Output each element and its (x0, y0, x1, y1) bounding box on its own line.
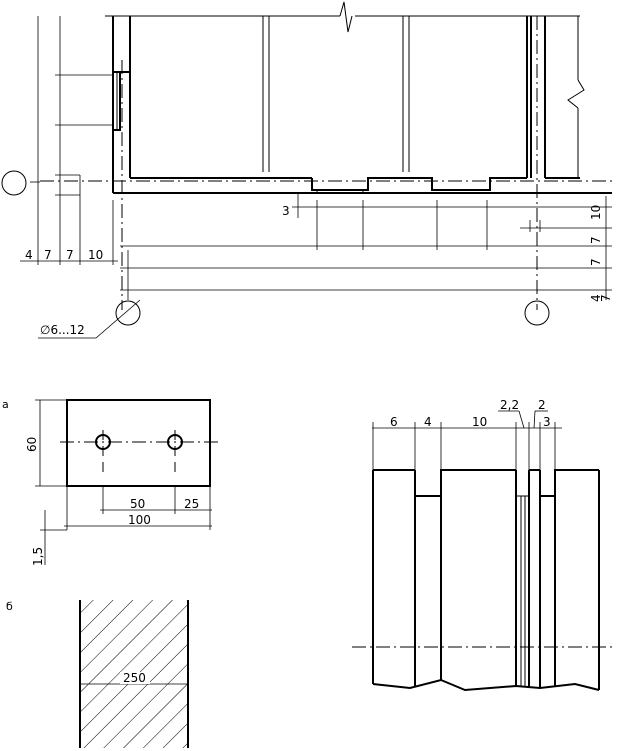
detail-a-height: 60 (25, 437, 39, 452)
plan-view (40, 1, 612, 310)
plan-bottom-dimensions (120, 193, 612, 300)
axis-marker-bottom-right (524, 300, 550, 326)
plan-dim-4: 4 (25, 248, 33, 262)
diameter-label: ∅6...12 (40, 323, 85, 337)
detail-a-width: 100 (128, 513, 151, 527)
plan-dim-right-10: 10 (589, 205, 603, 220)
detail-b (79, 600, 189, 748)
plan-dim-right-7c: 7 (599, 294, 613, 302)
detail-a (35, 399, 222, 565)
plan-dim-3: 3 (282, 204, 290, 218)
plan-dim-right-4: 4 (589, 294, 603, 302)
section-dim-3: 3 (543, 415, 551, 429)
section-dim-4: 4 (424, 415, 432, 429)
detail-a-spacing: 50 (130, 497, 145, 511)
plan-dim-right-7b: 7 (589, 258, 603, 266)
axis-marker-left (1, 170, 27, 196)
plan-dim-right-7a: 7 (589, 236, 603, 244)
section-view (352, 410, 614, 692)
detail-a-offset: 1,5 (31, 547, 45, 566)
plan-dim-10: 10 (88, 248, 103, 262)
plan-dim-7a: 7 (44, 248, 52, 262)
section-dim-2-2: 2,2 (500, 398, 519, 412)
plan-dim-7b: 7 (66, 248, 74, 262)
section-dim-10: 10 (472, 415, 487, 429)
detail-a-edge: 25 (184, 497, 199, 511)
detail-b-label: б (6, 600, 13, 613)
plan-left-dimensions (20, 16, 118, 265)
detail-a-label: а (2, 398, 9, 411)
section-dim-6: 6 (390, 415, 398, 429)
detail-b-width: 250 (123, 671, 146, 685)
section-dim-2: 2 (538, 398, 546, 412)
axis-marker-bottom-left (115, 300, 141, 326)
